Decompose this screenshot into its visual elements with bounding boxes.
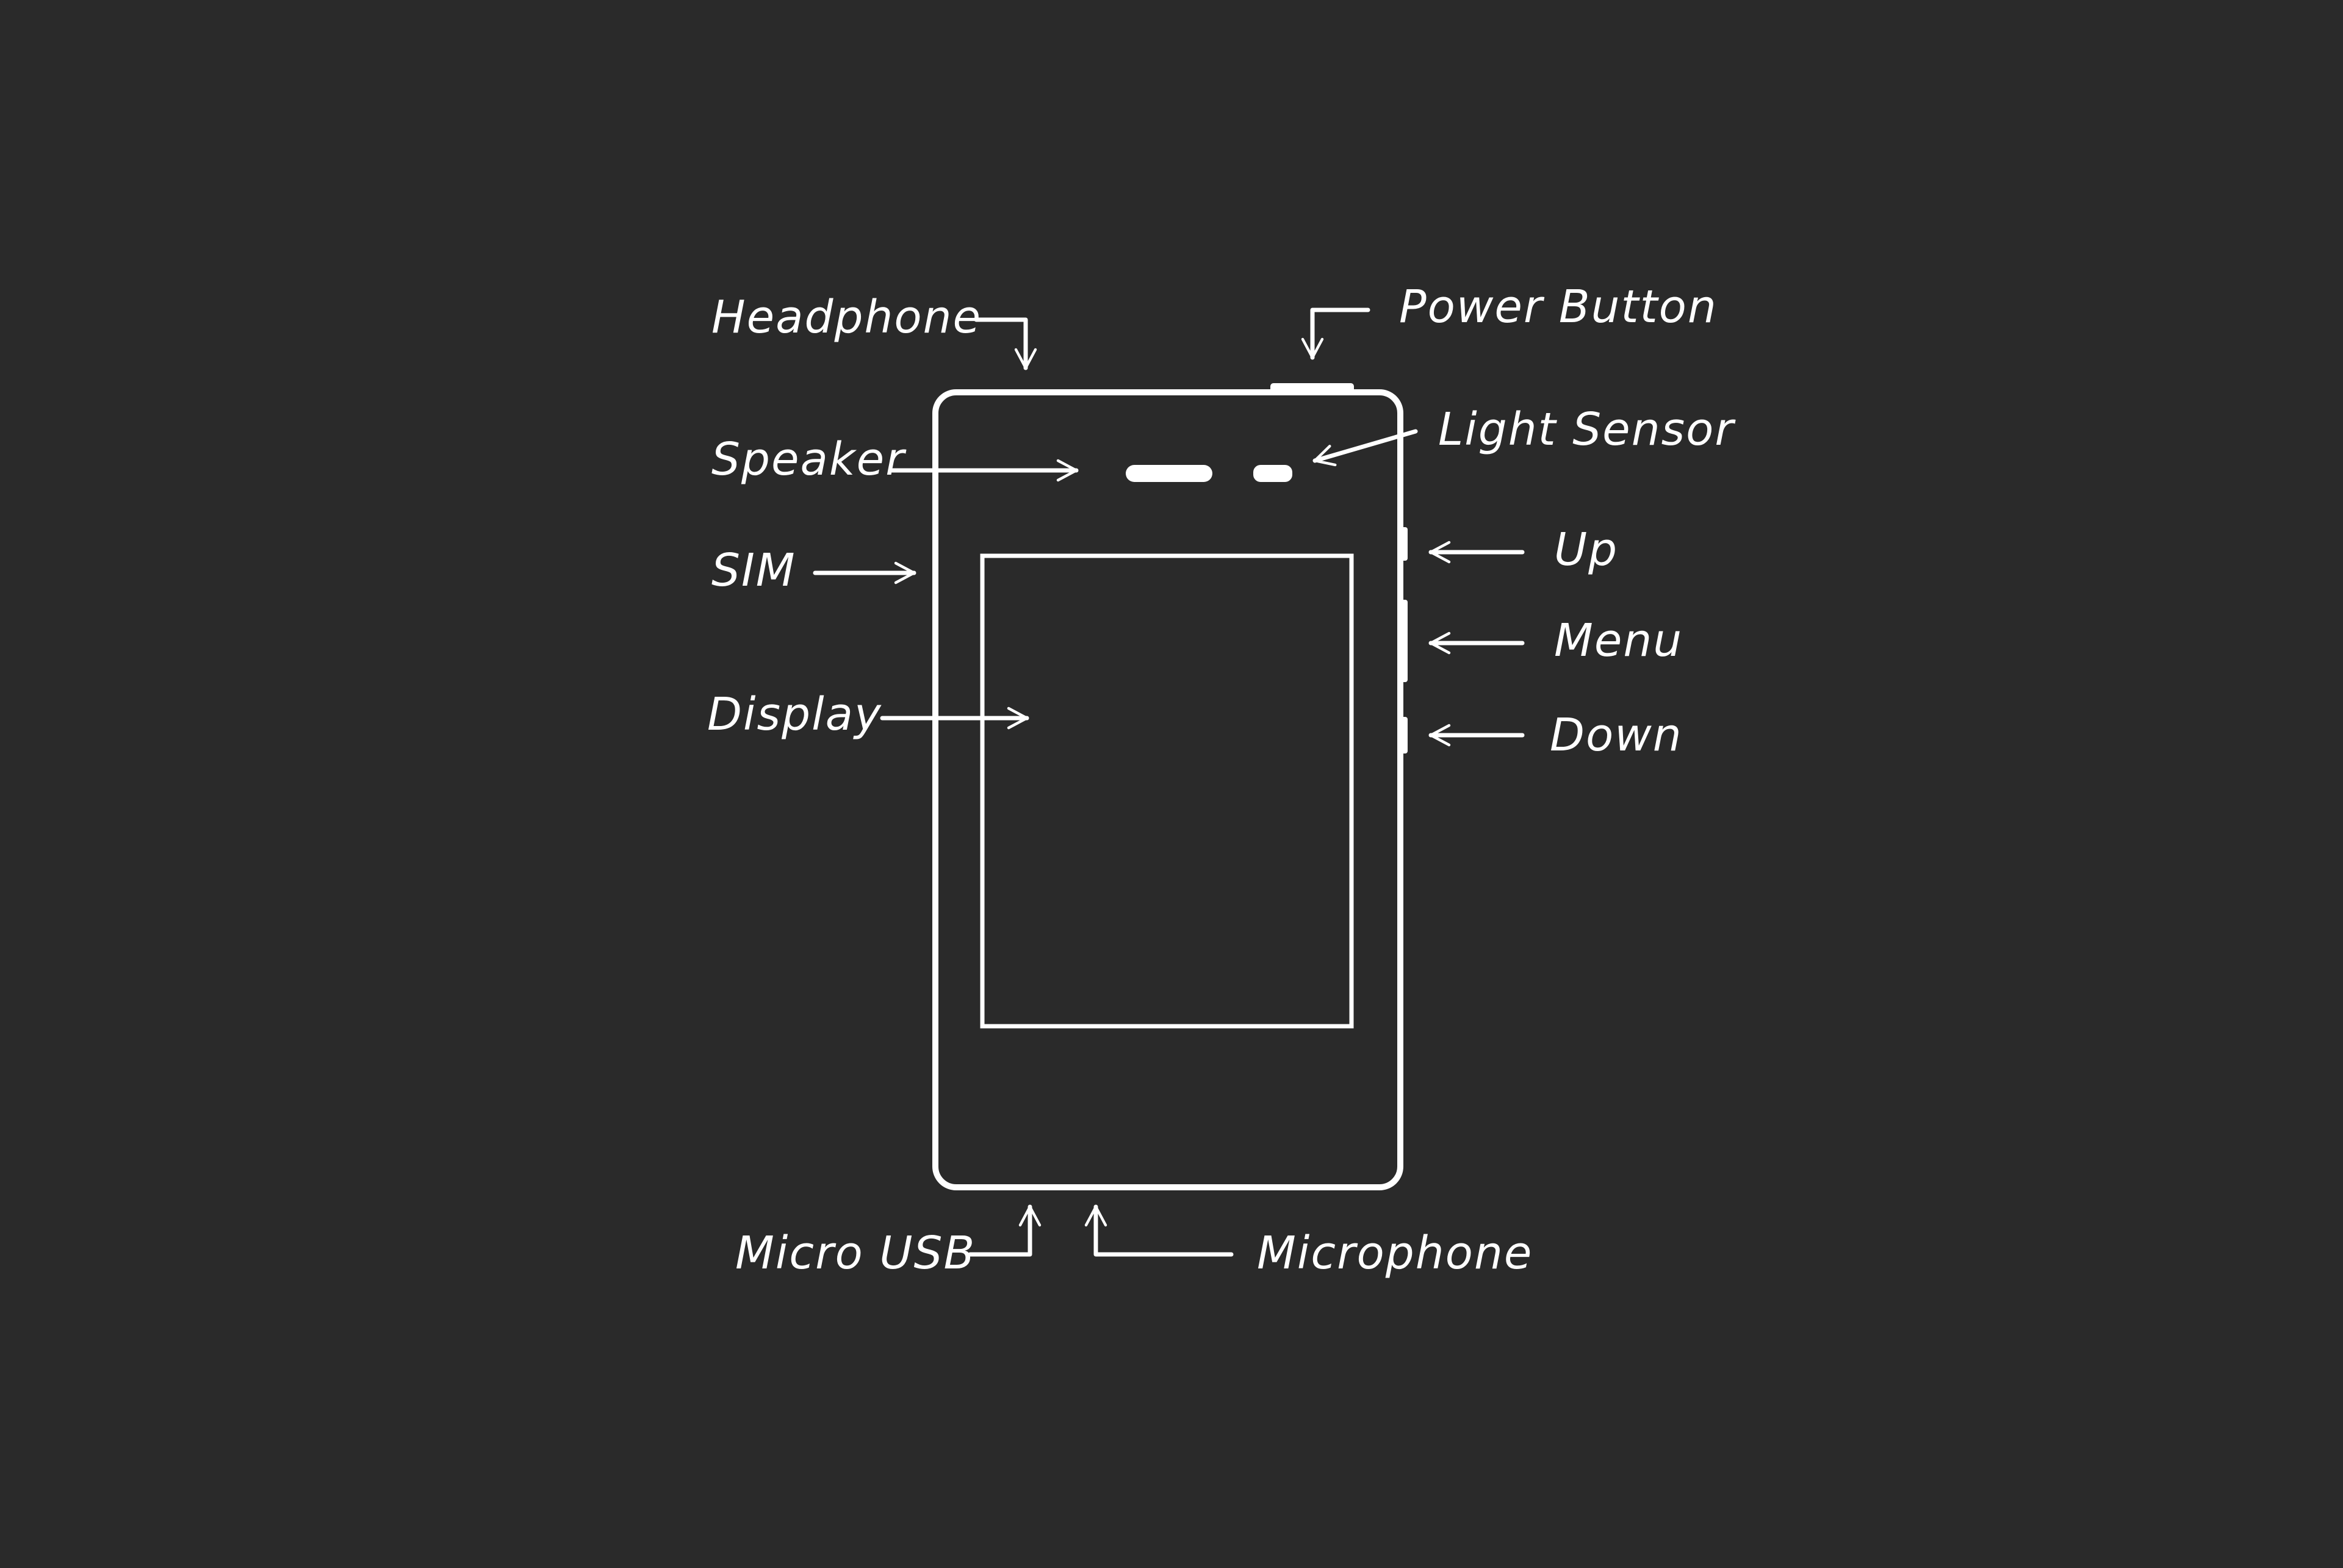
menu-label: Menu bbox=[1554, 614, 1683, 667]
microphone-label: Microphone bbox=[1257, 1227, 1533, 1279]
light-sensor bbox=[1253, 465, 1292, 482]
microphone-arrow bbox=[1084, 1204, 1234, 1257]
callout-arrows bbox=[813, 307, 1525, 1257]
display-screen bbox=[980, 553, 1354, 1029]
phone-body bbox=[932, 383, 1408, 1190]
up-button bbox=[1398, 527, 1408, 561]
headphone-label: Headphone bbox=[711, 291, 982, 343]
down-button bbox=[1398, 717, 1408, 753]
light-sensor-arrow bbox=[1312, 429, 1418, 467]
menu-button bbox=[1398, 600, 1408, 682]
light-sensor-label: Light Sensor bbox=[1438, 403, 1736, 456]
power-button-label: Power Button bbox=[1399, 281, 1718, 333]
up-label: Up bbox=[1554, 523, 1618, 576]
down-label: Down bbox=[1550, 709, 1683, 761]
display-label: Display bbox=[707, 688, 882, 741]
speaker-label: Speaker bbox=[711, 433, 907, 486]
micro-usb-label: Micro USB bbox=[735, 1227, 976, 1279]
speaker-grille bbox=[1126, 465, 1212, 482]
sim-label: SIM bbox=[711, 544, 796, 597]
power-button bbox=[1270, 383, 1354, 392]
micro-usb-arrow bbox=[968, 1204, 1042, 1257]
headphone-arrow bbox=[974, 317, 1037, 370]
phone-outline bbox=[932, 389, 1403, 1190]
power-button-arrow bbox=[1301, 307, 1370, 360]
callout-labels: Headphone Power Button Speaker Light Sen… bbox=[707, 281, 1736, 1279]
